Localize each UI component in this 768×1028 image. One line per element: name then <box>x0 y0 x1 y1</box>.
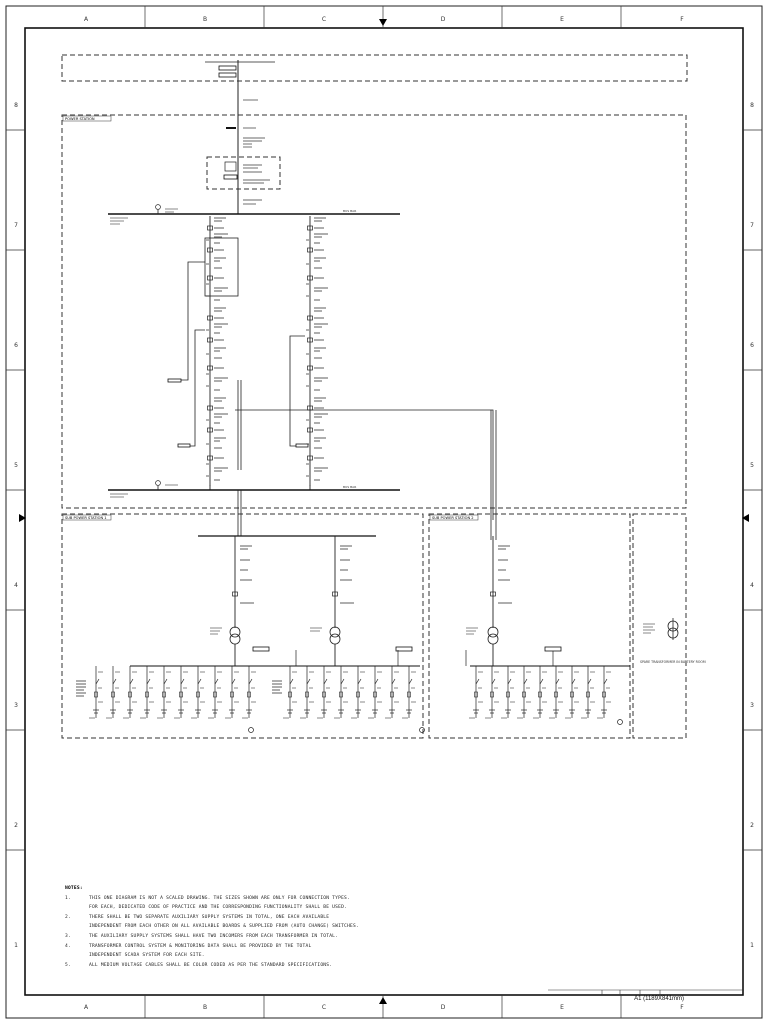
incoming-feeder <box>205 60 275 214</box>
notes-heading: NOTES: <box>65 886 83 891</box>
note-text: ALL MEDIUM VOLTAGE CABLES SHALL BE COLOR… <box>89 962 333 968</box>
note-item: 5. ALL MEDIUM VOLTAGE CABLES SHALL BE COL… <box>65 961 625 971</box>
sub1-feeder-a <box>210 536 270 666</box>
col-label: F <box>680 1004 684 1011</box>
sheet-size-label: A1 (1189X841mm) <box>634 996 684 1002</box>
row-label: 5 <box>14 462 18 469</box>
note-number: 5. <box>65 962 71 968</box>
sub1-lv-feeders <box>88 665 417 719</box>
note-number: 1. <box>65 895 71 901</box>
col-label: A <box>84 1004 89 1011</box>
busbar-label: BUS BAR <box>343 209 356 213</box>
earthing-switch-top <box>110 204 178 225</box>
row-label: 4 <box>750 582 754 589</box>
note-text: THIS ONE DIAGRAM IS NOT A SCALED DRAWING… <box>89 895 350 901</box>
feeder-stack-2b <box>305 305 329 397</box>
bottom-center-arrow-icon <box>379 997 387 1004</box>
note-text: THERE SHALL BE TWO SEPARATE AUXILIARY SU… <box>89 914 330 920</box>
notes-block: NOTES: 1. THIS ONE DIAGRAM IS NOT A SCALE… <box>65 884 625 970</box>
row-label: 3 <box>14 702 18 709</box>
row-label: 6 <box>750 342 754 349</box>
row-label: 8 <box>14 102 18 109</box>
right-center-arrow-icon <box>742 514 749 522</box>
spare-transformer-label: SPARE TRANSFORMER IN BATTERY ROOM <box>640 660 706 664</box>
sub-station-1-panel <box>61 513 424 739</box>
note-number: 2. <box>65 914 71 920</box>
feeder-stack-1b <box>205 305 229 397</box>
row-label: 6 <box>14 342 18 349</box>
spare-transformer-panel <box>632 513 687 739</box>
feeder-stack-2c <box>305 395 329 487</box>
note-text: FOR EACH, DEDICATED CODE OF PRACTICE AND… <box>89 905 348 911</box>
note-text: THE AUXILIARY SUPPLY SYSTEMS SHALL HAVE … <box>89 933 339 939</box>
note-item: FOR EACH, DEDICATED CODE OF PRACTICE AND… <box>65 903 625 913</box>
row-label: 7 <box>14 222 18 229</box>
col-label: F <box>680 16 684 23</box>
note-item: 2. THERE SHALL BE TWO SEPARATE AUXILIARY … <box>65 913 625 923</box>
sub-station-2-panel <box>428 513 631 739</box>
col-label: A <box>84 16 89 23</box>
col-label: D <box>441 16 446 23</box>
sub2-lv-feeders <box>468 665 612 719</box>
row-label: 2 <box>750 822 754 829</box>
note-item: 3. THE AUXILIARY SUPPLY SYSTEMS SHALL HAV… <box>65 932 625 942</box>
spare-transformer <box>643 618 679 640</box>
note-text: INDEPENDENT SCADA SYSTEM FOR EACH SITE. <box>89 953 205 959</box>
note-number: 3. <box>65 933 71 939</box>
lower-busbar-label: BUS BAR <box>343 485 356 489</box>
earthing-switch-bottom <box>110 480 178 498</box>
feeder-stack-1c <box>205 395 229 487</box>
col-label: B <box>203 16 207 23</box>
feeder-stack-2a <box>305 215 329 307</box>
note-item: INDEPENDENT SCADA SYSTEM FOR EACH SITE. <box>65 951 625 961</box>
note-item: 1. THIS ONE DIAGRAM IS NOT A SCALED DRAWI… <box>65 894 625 904</box>
sub2-feeder <box>466 536 562 666</box>
col-label: B <box>203 1004 207 1011</box>
row-label: 2 <box>14 822 18 829</box>
row-label: 1 <box>14 942 18 949</box>
note-item: INDEPENDENT FROM EACH OTHER ON ALL AVAIL… <box>65 922 625 932</box>
note-number <box>65 922 89 932</box>
col-label: E <box>560 1004 564 1011</box>
left-center-arrow-icon <box>19 514 26 522</box>
note-number <box>65 951 89 961</box>
incoming-supply-panel <box>61 54 688 82</box>
note-text: INDEPENDENT FROM EACH OTHER ON ALL AVAIL… <box>89 924 359 930</box>
row-label: 3 <box>750 702 754 709</box>
feeder-stack-1a <box>205 215 229 307</box>
inner-border <box>24 27 744 996</box>
row-label: 8 <box>750 102 754 109</box>
outer-border <box>5 5 763 1019</box>
row-label: 7 <box>750 222 754 229</box>
note-number: 4. <box>65 943 71 949</box>
note-number <box>65 903 89 913</box>
title-block <box>548 989 743 995</box>
col-label: C <box>322 16 326 23</box>
note-item: 4. TRANSFORMER CONTROL SYSTEM & MONITORIN… <box>65 942 625 952</box>
panel-heading-sub1: SUB POWER STATION 1 <box>65 516 107 520</box>
metering-unit-box <box>206 156 281 190</box>
note-text: TRANSFORMER CONTROL SYSTEM & MONITORING … <box>89 943 312 949</box>
panel-heading-sub2: SUB POWER STATION 2 <box>432 516 474 520</box>
top-center-arrow-icon <box>379 19 387 26</box>
col-label: D <box>441 1004 446 1011</box>
row-label: 1 <box>750 942 754 949</box>
sub1-lv-notes <box>76 680 282 697</box>
col-label: E <box>560 16 564 23</box>
row-label: 5 <box>750 462 754 469</box>
panel-heading-main: POWER STATION <box>65 117 95 121</box>
main-side-links <box>180 237 494 520</box>
row-label: 4 <box>14 582 18 589</box>
col-label: C <box>322 1004 326 1011</box>
sub1-feeder-b <box>310 536 413 666</box>
power-station-panel <box>61 114 687 509</box>
